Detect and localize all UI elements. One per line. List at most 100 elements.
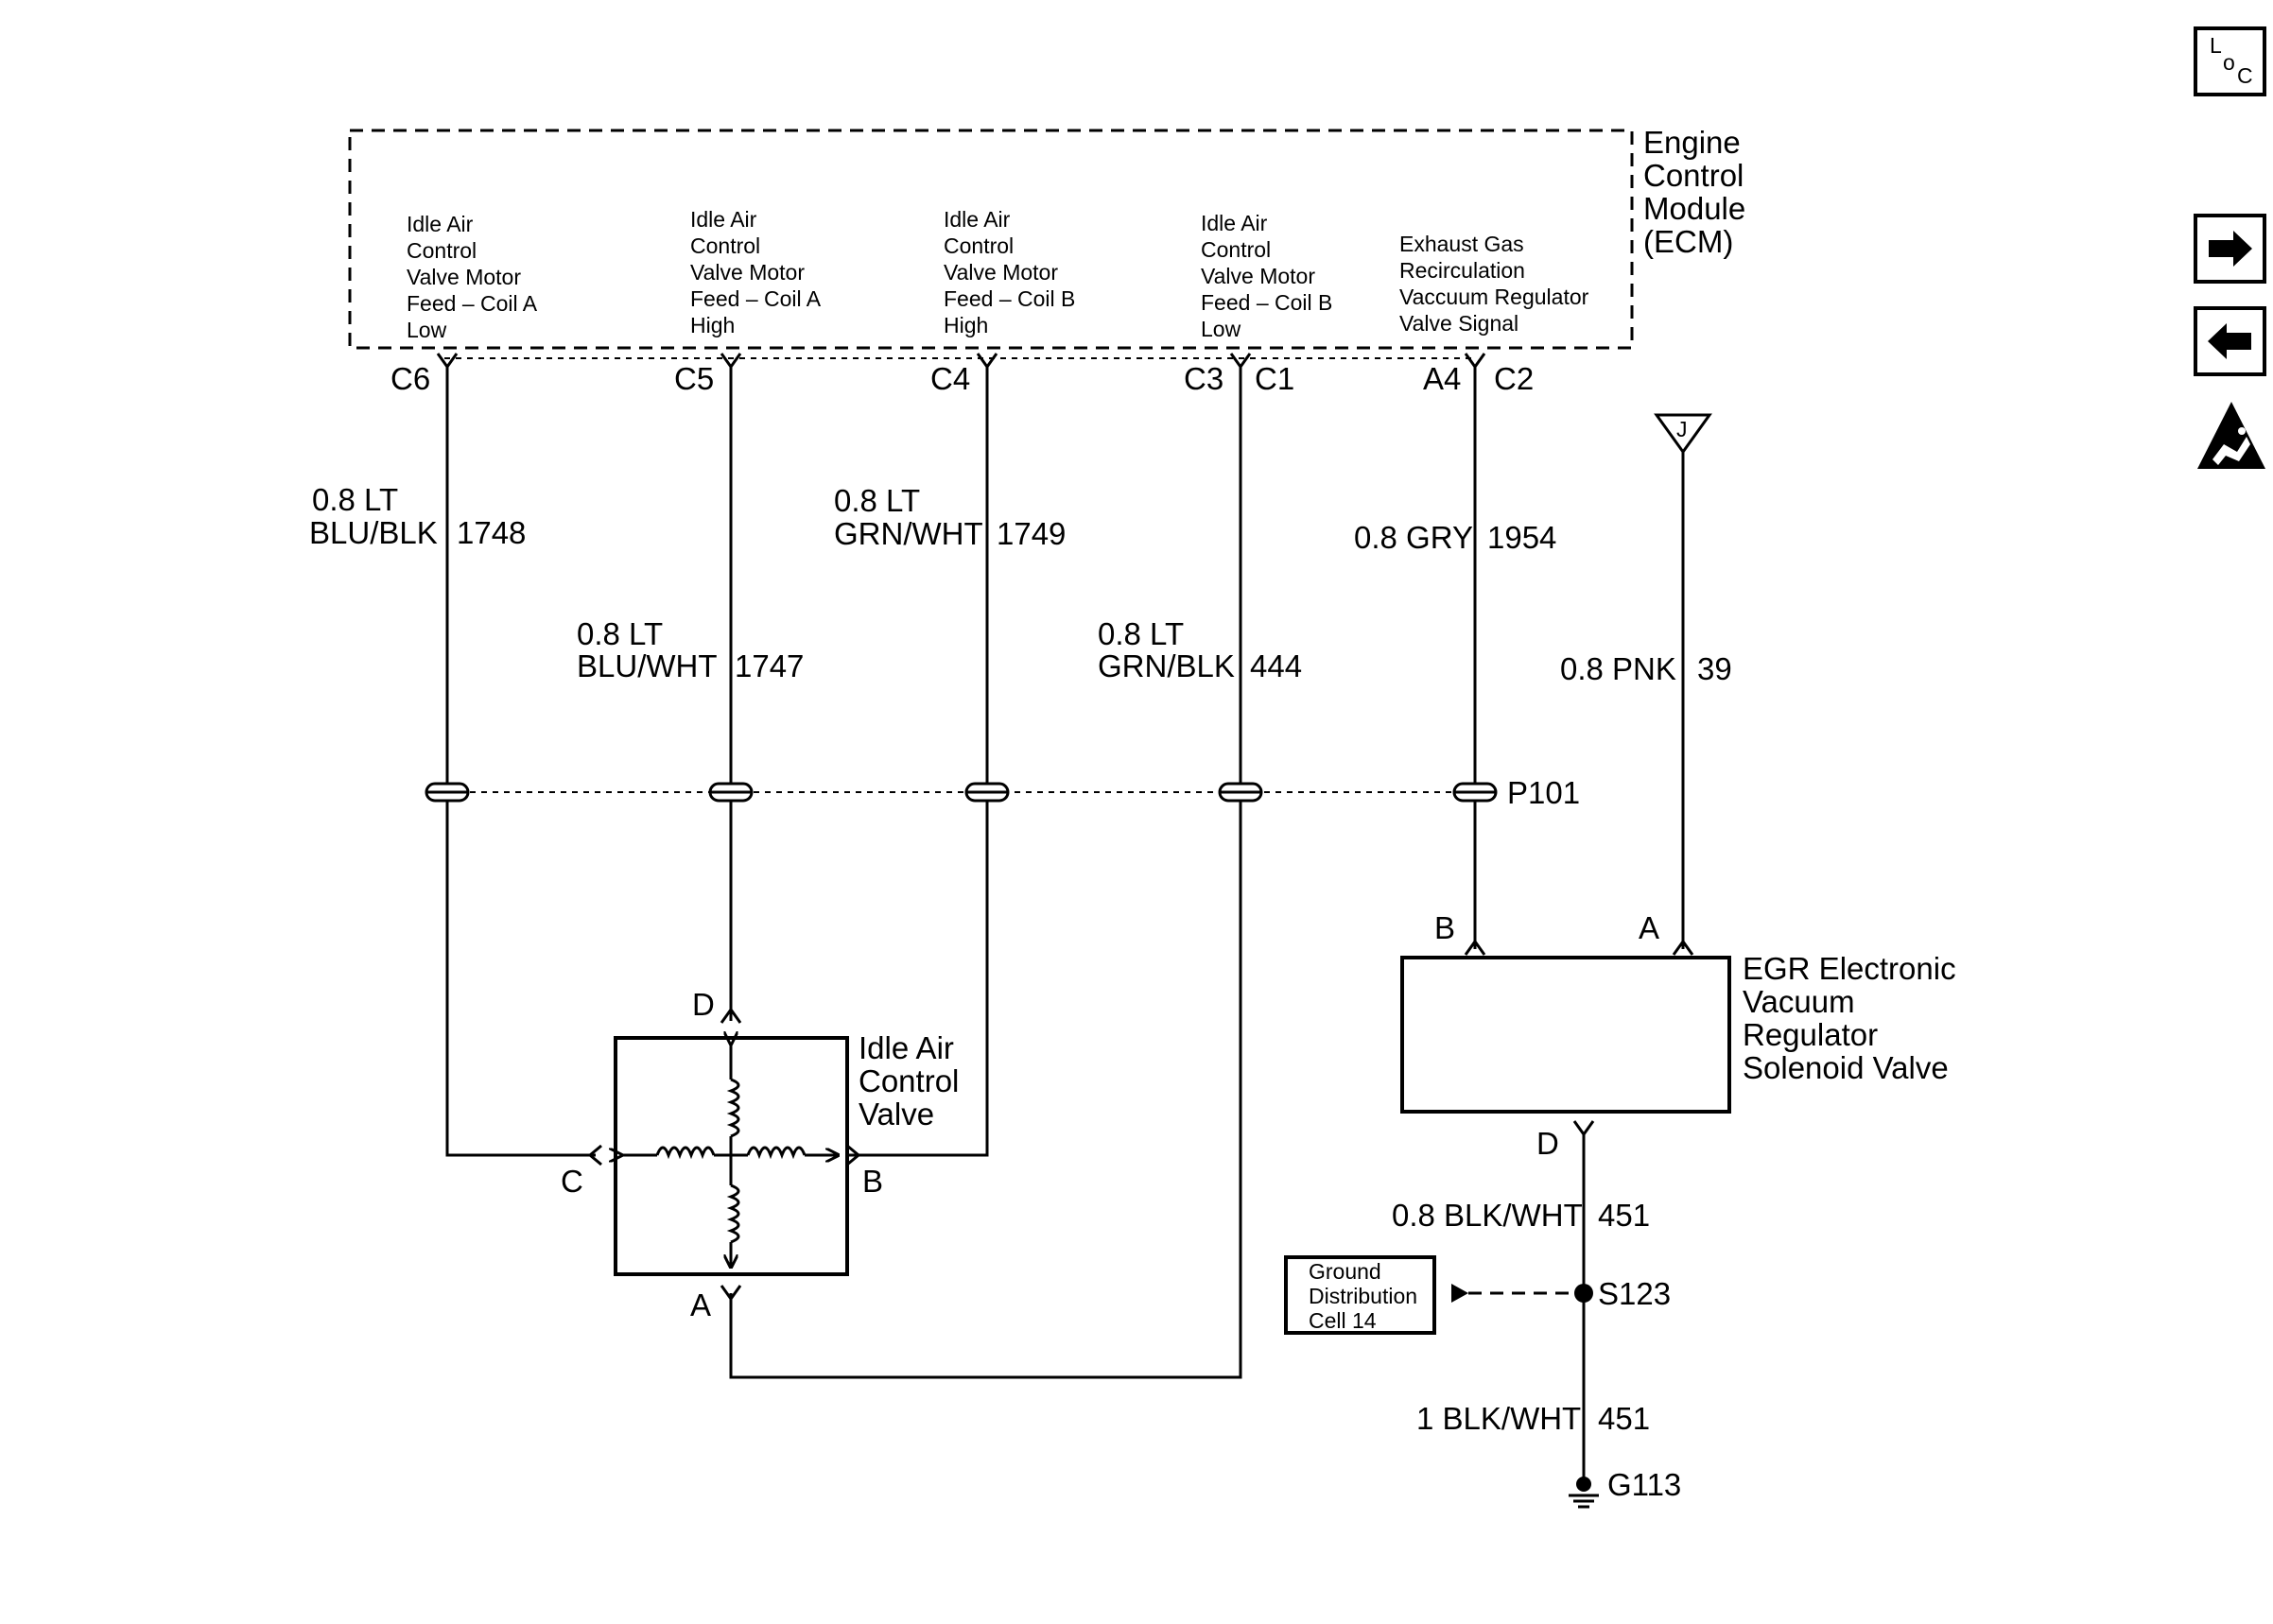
- egr-pin-b-terminal: [1464, 939, 1486, 956]
- wires: 0.8 LT BLU/BLK 1748 0.8 LT BLU/WHT 1747 …: [309, 353, 1732, 1484]
- pin-c6: C6: [390, 361, 430, 396]
- splice-s123[interactable]: S123: [1574, 1276, 1671, 1311]
- wire-39-circuit: 39: [1697, 651, 1732, 686]
- ecm-boundary: [348, 129, 1634, 350]
- ecm-module: Engine Control Module (ECM) Idle Air Con…: [348, 125, 1754, 396]
- connector-p101-terminal: [964, 782, 1010, 803]
- wire-1747-circuit: 1747: [735, 648, 804, 683]
- connector-p101-terminal: [1218, 782, 1263, 803]
- ground-symbol-icon: [1569, 1494, 1599, 1509]
- wire-1747-size: 0.8 LT: [577, 616, 663, 651]
- connector-p101-terminal: [425, 782, 470, 803]
- idle-air-control-valve[interactable]: Idle Air Control Valve D A C B: [561, 987, 968, 1322]
- wire-451-upper-circuit: 451: [1598, 1198, 1650, 1233]
- pin-terminal-c5: [720, 353, 742, 370]
- pin-c2: C2: [1494, 361, 1534, 396]
- connector-p101-label: P101: [1507, 775, 1580, 810]
- iac-pin-b: B: [862, 1164, 883, 1199]
- wire-1749-color: GRN/WHT: [834, 516, 983, 551]
- wire-1748[interactable]: [445, 367, 596, 1157]
- ecm-function-c3: Idle Air Control Valve Motor Feed – Coil…: [1201, 211, 1339, 341]
- connector-p101[interactable]: P101: [425, 775, 1580, 810]
- egr-pin-a: A: [1639, 910, 1659, 945]
- next-page-icon: [2209, 231, 2252, 267]
- iac-pin-d-terminal: [720, 1007, 742, 1024]
- wire-1748-color: BLU/BLK: [309, 515, 438, 550]
- wire-1749-size: 0.8 LT: [834, 483, 920, 518]
- ecm-function-a4: Exhaust Gas Recirculation Vaccuum Regula…: [1399, 232, 1595, 336]
- reference-arrow-icon: [1451, 1284, 1468, 1303]
- ground-reference-text: Ground Distribution Cell 14: [1309, 1259, 1423, 1333]
- previous-page-button[interactable]: [2194, 306, 2266, 376]
- coil-a-upper-winding: [726, 1078, 740, 1138]
- ground-g113[interactable]: G113: [1569, 1467, 1681, 1509]
- connector-p101-terminal: [1452, 782, 1498, 803]
- wire-444-circuit: 444: [1250, 648, 1302, 683]
- location-icon: [2194, 26, 2266, 96]
- off-page-connector-icon: [1654, 413, 1712, 455]
- loc-letter-o: o: [2223, 50, 2235, 75]
- wire-1749-circuit: 1749: [997, 516, 1066, 551]
- iac-pin-b-terminal: [846, 1144, 861, 1166]
- ground-distribution-reference[interactable]: Ground Distribution Cell 14: [1284, 1255, 1574, 1335]
- coil-b-left-winding: [655, 1146, 716, 1160]
- ground-reference-box: [1284, 1255, 1436, 1335]
- ecm-function-c5: Idle Air Control Valve Motor Feed – Coil…: [690, 207, 825, 337]
- power-reference-label: J: [1676, 417, 1688, 441]
- loc-letter-c: C: [2237, 63, 2253, 88]
- esd-warning-icon: [2197, 402, 2265, 469]
- pin-c4: C4: [930, 361, 970, 396]
- wire-1954-circuit: 1954: [1487, 520, 1556, 555]
- wire-451-upper-label: 0.8 BLK/WHT: [1392, 1198, 1583, 1233]
- egr-pin-a-terminal: [1672, 939, 1694, 956]
- connector-p101-terminal: [708, 782, 754, 803]
- wire-444-color: GRN/BLK: [1098, 648, 1235, 683]
- component-locator-button[interactable]: L o C: [2194, 26, 2266, 96]
- coil-a-lower-winding: [726, 1183, 740, 1244]
- iac-pin-a-terminal: [720, 1285, 742, 1302]
- egr-pin-d-terminal: [1572, 1120, 1595, 1137]
- coil-b-right-winding: [746, 1146, 807, 1160]
- wire-444-size: 0.8 LT: [1098, 616, 1184, 651]
- iac-valve-name: Idle Air Control Valve: [859, 1030, 968, 1132]
- ground-point: [1576, 1477, 1591, 1492]
- ecm-function-c4: Idle Air Control Valve Motor Feed – Coil…: [944, 207, 1082, 337]
- egr-valve-body: [1400, 956, 1731, 1114]
- iac-pin-a: A: [690, 1287, 711, 1322]
- next-page-button[interactable]: [2194, 214, 2266, 284]
- power-reference-j[interactable]: J: [1654, 413, 1712, 455]
- wire-451-lower-circuit: 451: [1598, 1401, 1650, 1436]
- egr-valve-name: EGR Electronic Vacuum Regulator Solenoid…: [1743, 951, 1965, 1085]
- pin-terminal-a4c2: [1464, 353, 1486, 370]
- previous-page-icon: [2208, 323, 2251, 359]
- wire-1748-size: 0.8 LT: [312, 482, 398, 517]
- iac-pin-d: D: [692, 987, 715, 1022]
- pin-a4: A4: [1423, 361, 1461, 396]
- ecm-function-c6: Idle Air Control Valve Motor Feed – Coil…: [407, 212, 542, 342]
- pin-terminal-c3c1: [1229, 353, 1252, 370]
- wire-444[interactable]: [729, 367, 1242, 1379]
- pin-c3: C3: [1184, 361, 1223, 396]
- wire-1748-circuit: 1748: [457, 515, 526, 550]
- esd-warning-button[interactable]: [2197, 402, 2265, 469]
- ground-label: G113: [1607, 1467, 1681, 1502]
- iac-pin-c: C: [561, 1164, 583, 1199]
- splice-label: S123: [1598, 1276, 1671, 1311]
- pin-terminal-c6: [436, 353, 459, 370]
- ecm-name: Engine Control Module (ECM): [1643, 125, 1754, 259]
- pin-terminal-c4: [976, 353, 998, 370]
- iac-pin-c-terminal: [587, 1144, 602, 1166]
- wire-1749[interactable]: [847, 367, 989, 1157]
- loc-letter-l: L: [2210, 33, 2222, 58]
- egr-pin-d: D: [1536, 1126, 1559, 1161]
- egr-solenoid-valve[interactable]: EGR Electronic Vacuum Regulator Solenoid…: [1400, 910, 1965, 1161]
- splice-dot: [1574, 1284, 1593, 1303]
- wire-39-label: 0.8 PNK: [1560, 651, 1676, 686]
- egr-pin-b: B: [1434, 910, 1455, 945]
- wire-1954-label: 0.8 GRY: [1354, 520, 1473, 555]
- pin-c1: C1: [1255, 361, 1294, 396]
- wire-1747-color: BLU/WHT: [577, 648, 718, 683]
- pin-c5: C5: [674, 361, 714, 396]
- wire-451-lower-label: 1 BLK/WHT: [1416, 1401, 1581, 1436]
